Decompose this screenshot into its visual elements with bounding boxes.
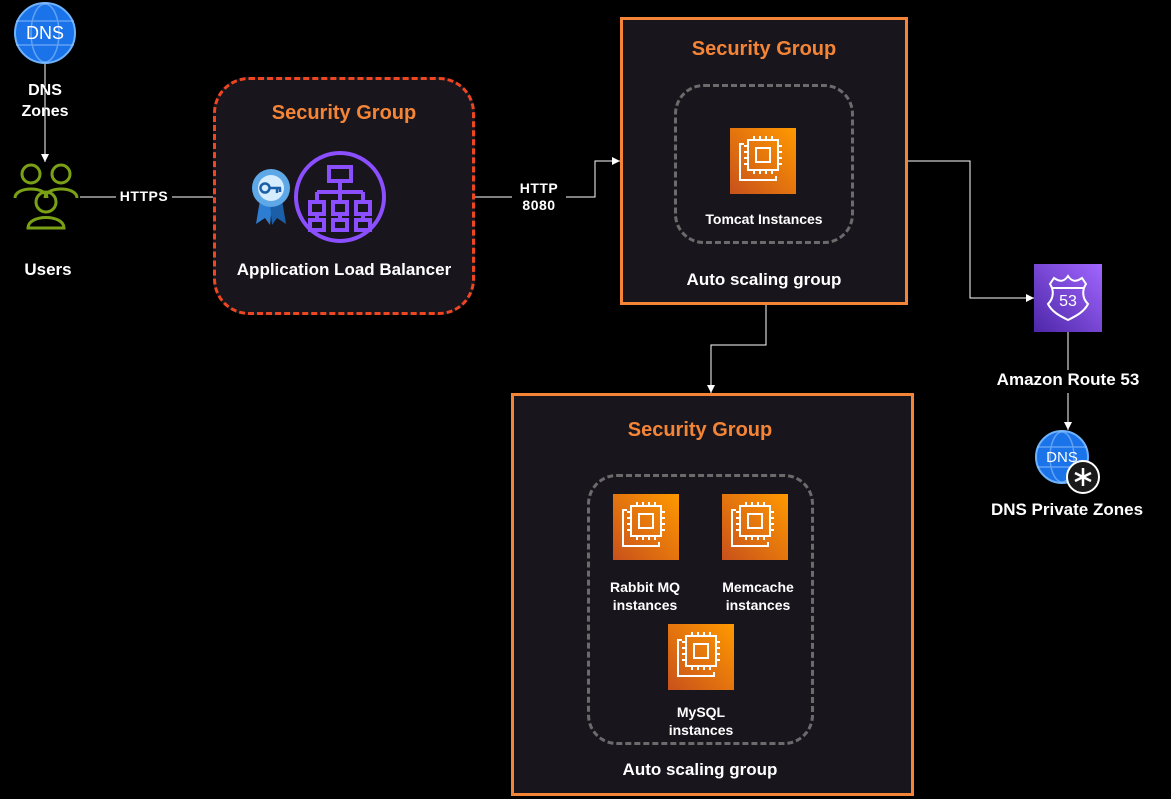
load-balancer-icon	[293, 150, 387, 244]
dns-private-zones-icon: DNS	[1034, 430, 1102, 496]
edge-tomcat-to-route53	[907, 160, 1034, 302]
dns-zones-icon-text: DNS	[26, 23, 64, 43]
backend-security-group-title: Security Group	[627, 419, 773, 441]
tomcat-auto-scaling-box	[674, 84, 854, 244]
route53-label: Amazon Route 53	[996, 370, 1140, 389]
dns-private-icon-text: DNS	[1046, 449, 1078, 466]
memcache-label: Memcache instances	[722, 579, 794, 613]
http-8080-edge-label: HTTP 8080	[512, 180, 566, 214]
backend-security-group	[511, 393, 914, 796]
certificate-icon	[248, 168, 294, 226]
rabbitmq-label: Rabbit MQ instances	[610, 579, 680, 613]
mysql-ec2-icon	[668, 624, 734, 690]
dns-private-zones-label: DNS Private Zones	[990, 500, 1144, 519]
route53-icon: 53	[1034, 264, 1102, 332]
https-edge-label: HTTPS	[116, 188, 172, 205]
alb-label: Application Load Balancer	[236, 260, 452, 279]
dns-zones-label: DNS Zones	[21, 82, 69, 120]
rabbitmq-ec2-icon	[613, 494, 679, 560]
mysql-label: MySQL instances	[668, 704, 734, 738]
tomcat-security-group-title: Security Group	[691, 38, 837, 60]
alb-security-group-title: Security Group	[271, 102, 417, 124]
route53-badge-text: 53	[1059, 293, 1077, 310]
backend-asg-label: Auto scaling group	[622, 760, 778, 779]
backend-auto-scaling-box	[587, 474, 814, 745]
memcache-ec2-icon	[722, 494, 788, 560]
users-icon	[11, 162, 81, 232]
tomcat-asg-label: Auto scaling group	[686, 270, 842, 289]
edge-tomcat-to-backend	[707, 305, 767, 393]
tomcat-ec2-icon	[730, 128, 796, 194]
tomcat-instances-label: Tomcat Instances	[705, 211, 823, 227]
dns-zones-icon: DNS	[13, 1, 77, 65]
users-label: Users	[24, 260, 72, 279]
